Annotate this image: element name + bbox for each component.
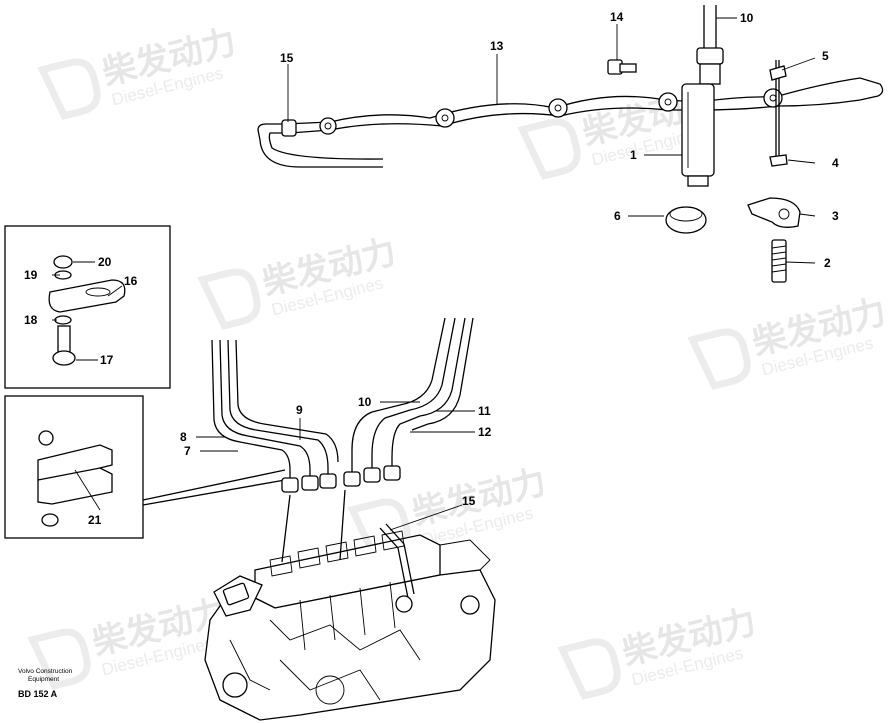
pipe-nut <box>281 477 299 493</box>
callout-6: 6 <box>614 209 621 223</box>
screw-head <box>38 430 54 446</box>
callout-15: 15 <box>462 494 476 508</box>
callout-16: 16 <box>124 274 138 288</box>
callout-4: 4 <box>832 156 839 170</box>
washer <box>54 315 72 325</box>
caption-line1: Volvo Construction <box>18 668 73 675</box>
caption-line2: Equipment <box>28 676 59 683</box>
banjo-fitting <box>281 119 297 137</box>
callout-11: 11 <box>478 404 491 418</box>
banjo-fitting <box>435 108 455 128</box>
inset-bracket-hardware <box>4 225 171 389</box>
clamp-assembly <box>747 60 801 283</box>
injector-seal <box>665 206 707 234</box>
nut <box>41 513 59 527</box>
delivery-pipes <box>211 317 474 493</box>
return-fuel-pipe <box>257 77 884 168</box>
screw <box>52 325 76 366</box>
caption: Volvo Construction Equipment BD 152 A <box>18 668 73 699</box>
leader-lines <box>52 17 816 531</box>
banjo-bolt <box>607 59 637 75</box>
clamp <box>747 197 801 228</box>
callout-9: 9 <box>296 403 303 417</box>
injection-pump <box>204 489 496 721</box>
washer <box>769 154 788 167</box>
callout-10-top: 10 <box>740 11 754 25</box>
injector-assembly <box>607 5 724 234</box>
callout-8: 8 <box>180 430 187 444</box>
stud <box>771 239 787 283</box>
callout-12: 12 <box>478 425 492 439</box>
callout-13: 13 <box>490 39 504 53</box>
nut <box>53 255 73 269</box>
inset-bracket <box>4 395 286 539</box>
callout-3: 3 <box>832 209 839 223</box>
pipe-nut <box>363 467 381 483</box>
pipe-nut <box>301 475 319 491</box>
pipe-nut <box>343 471 361 487</box>
pipe-nut <box>696 47 724 65</box>
injector-body <box>681 83 715 177</box>
callout-5: 5 <box>822 49 829 63</box>
bracket <box>48 279 126 313</box>
banjo-fitting <box>548 98 568 118</box>
callout-20: 20 <box>98 255 112 269</box>
drawing-code: BD 152 A <box>18 689 58 699</box>
pipe-nut <box>319 473 337 489</box>
callout-labels: 1 2 3 4 5 6 7 8 9 10 10 11 12 13 14 15 1… <box>24 10 839 527</box>
banjo-fitting <box>763 88 783 108</box>
callout-14: 14 <box>610 10 624 24</box>
callout-19: 19 <box>24 268 38 282</box>
callout-17: 17 <box>100 353 114 367</box>
callout-10: 10 <box>358 395 372 409</box>
banjo-fitting <box>319 117 337 135</box>
callout-15-top: 15 <box>280 51 294 65</box>
callout-2: 2 <box>824 256 831 270</box>
banjo-fitting <box>658 92 678 112</box>
callout-21: 21 <box>88 513 102 527</box>
pipe-nut <box>383 465 401 481</box>
callout-7: 7 <box>184 444 191 458</box>
nut <box>769 65 787 81</box>
callout-1: 1 <box>630 148 637 162</box>
callout-18: 18 <box>24 313 38 327</box>
